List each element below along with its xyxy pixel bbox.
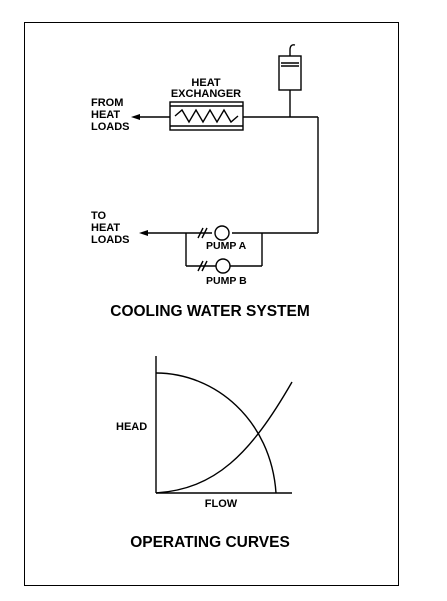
pump-curve bbox=[155, 372, 277, 494]
pump-b-icon bbox=[215, 258, 231, 274]
pump-a-icon bbox=[214, 225, 230, 241]
operating-curves-plot bbox=[155, 356, 293, 494]
check-valve-a-icon bbox=[197, 227, 208, 239]
check-valve-b-icon bbox=[197, 260, 208, 272]
figure-frame bbox=[24, 22, 399, 586]
pump-a-label: PUMP A bbox=[206, 240, 247, 252]
from-label-3: LOADS bbox=[91, 121, 130, 133]
from-label-2: HEAT bbox=[91, 109, 120, 121]
inlet-arrow bbox=[131, 114, 140, 120]
from-label-1: FROM bbox=[91, 97, 123, 109]
heat-exchanger bbox=[169, 101, 244, 131]
supply-arrow bbox=[139, 230, 148, 236]
to-label-1: TO bbox=[91, 210, 107, 222]
cooling-water-schematic bbox=[131, 44, 319, 274]
x-axis-label: FLOW bbox=[205, 498, 238, 510]
curves-title: OPERATING CURVES bbox=[130, 534, 290, 551]
system-title: COOLING WATER SYSTEM bbox=[110, 303, 310, 320]
y-axis-label: HEAD bbox=[116, 421, 147, 433]
heat-exchanger-label-2: EXCHANGER bbox=[171, 88, 241, 100]
pump-b-label: PUMP B bbox=[206, 275, 247, 287]
system-curve bbox=[155, 381, 293, 494]
to-label-2: HEAT bbox=[91, 222, 120, 234]
heat-exchanger-label-1: HEAT bbox=[191, 77, 220, 89]
surge-tank bbox=[278, 44, 302, 117]
to-label-3: LOADS bbox=[91, 234, 130, 246]
